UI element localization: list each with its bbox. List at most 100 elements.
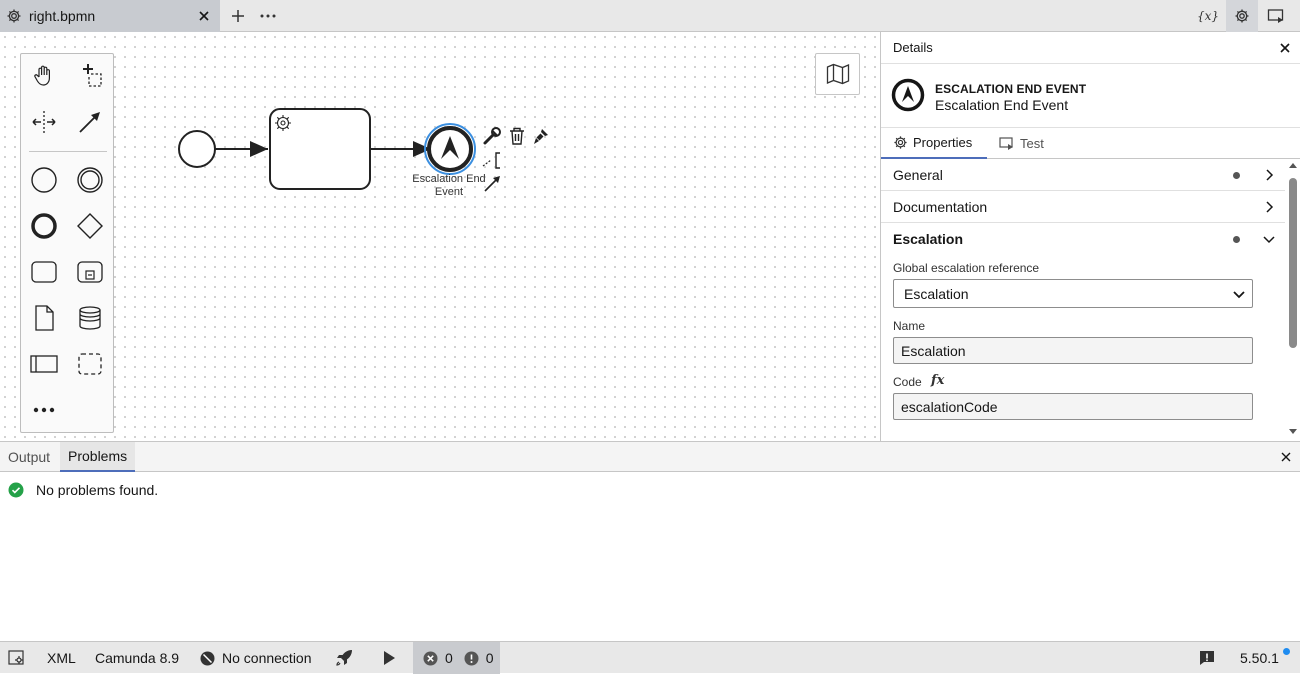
create-pool[interactable] [26, 346, 62, 382]
tab-properties-label: Properties [913, 135, 973, 150]
code-label: Code [893, 375, 922, 389]
chevron-down-icon [1233, 291, 1245, 299]
space-tool-icon [32, 111, 56, 133]
rocket-icon [336, 650, 352, 666]
close-icon[interactable] [196, 8, 212, 24]
close-icon[interactable] [1277, 40, 1293, 56]
tab-output[interactable]: Output [0, 442, 58, 472]
tab-properties[interactable]: Properties [881, 128, 987, 159]
start-event-icon [31, 167, 57, 193]
connect-arrow-icon [79, 112, 100, 133]
create-data-store[interactable] [72, 300, 108, 336]
palette-separator [29, 151, 107, 152]
file-tab[interactable]: right.bpmn [0, 0, 220, 32]
bpmn-diagram [178, 108, 476, 190]
element-type: ESCALATION END EVENT [935, 82, 1087, 96]
connect-annotation-button[interactable] [481, 149, 503, 171]
checkmark-circle-icon [8, 482, 24, 498]
gear-icon [1235, 9, 1249, 23]
group-escalation-label: Escalation [893, 231, 964, 247]
event-label-line1: Escalation End [412, 173, 486, 185]
start-event[interactable] [178, 130, 216, 168]
error-icon [423, 651, 438, 665]
create-group[interactable] [72, 346, 108, 382]
problems-message: No problems found. [8, 480, 158, 500]
more-tabs-button[interactable] [258, 6, 278, 26]
code-input[interactable]: escalationCode [893, 393, 1253, 420]
paintbrush-icon [534, 129, 548, 144]
ellipsis-icon [260, 14, 276, 18]
update-available-dot [1283, 648, 1290, 655]
set-color-button[interactable] [530, 125, 552, 147]
end-event-icon [31, 213, 57, 239]
global-escalation-reference-select[interactable]: Escalation [893, 279, 1253, 308]
global-escalation-reference-value: Escalation [904, 286, 969, 302]
xml-label: XML [47, 650, 76, 666]
element-name: Escalation End Event [935, 97, 1069, 113]
map-icon [826, 63, 849, 85]
problems-summary-button[interactable]: 0 0 [413, 642, 500, 674]
tab-test[interactable]: Test [999, 128, 1069, 159]
tab-test-label: Test [1020, 136, 1044, 151]
pool-icon [30, 355, 58, 373]
create-intermediate-event[interactable] [72, 162, 108, 198]
delete-button[interactable] [506, 125, 528, 147]
group-documentation[interactable]: Documentation [881, 191, 1285, 223]
intermediate-event-icon [77, 167, 103, 193]
lasso-tool[interactable] [72, 58, 108, 94]
element-header: ESCALATION END EVENT Escalation End Even… [881, 64, 1300, 128]
global-connect-tool[interactable] [72, 104, 108, 140]
variables-button[interactable]: {x} [1192, 0, 1224, 32]
create-data-object[interactable] [26, 300, 62, 336]
space-tool[interactable] [26, 104, 62, 140]
gear-icon [7, 9, 21, 23]
wrench-icon [483, 127, 501, 145]
deploy-button[interactable] [334, 642, 354, 674]
version-label: 5.50.1 [1240, 650, 1279, 666]
group-general-label: General [893, 167, 943, 183]
group-escalation[interactable]: Escalation [881, 223, 1285, 255]
variables-icon: {x} [1196, 9, 1220, 23]
connect-button[interactable] [481, 172, 503, 194]
tab-label: right.bpmn [29, 8, 96, 24]
create-task[interactable] [26, 254, 62, 290]
fx-icon[interactable]: fx [931, 373, 945, 388]
chevron-right-icon [1266, 201, 1274, 213]
add-tab-button[interactable] [228, 6, 248, 26]
create-end-event[interactable] [26, 208, 62, 244]
deploy-run-panel-toggle[interactable] [1260, 0, 1292, 32]
create-gateway[interactable] [72, 208, 108, 244]
properties-panel-toggle[interactable] [1226, 0, 1258, 32]
ellipsis-icon [33, 407, 55, 413]
group-general[interactable]: General [881, 159, 1285, 191]
minimap-toggle[interactable] [815, 53, 860, 95]
escalation-end-event[interactable] [424, 123, 476, 175]
code-value: escalationCode [901, 399, 998, 415]
text-annotation-icon [482, 152, 500, 169]
error-count: 0 [445, 650, 453, 666]
name-input[interactable]: Escalation [893, 337, 1253, 364]
start-instance-button[interactable] [382, 642, 396, 674]
hand-icon [34, 65, 50, 86]
hand-tool[interactable] [26, 58, 62, 94]
service-task[interactable] [269, 108, 371, 190]
connection-status-button[interactable]: No connection [200, 642, 312, 674]
scroll-up-icon [1289, 163, 1297, 168]
change-type-button[interactable] [481, 125, 503, 147]
more-elements-button[interactable] [26, 392, 62, 428]
settings-button[interactable] [8, 642, 26, 674]
warning-count: 0 [485, 650, 494, 666]
feedback-button[interactable] [1199, 642, 1215, 674]
engine-version-button[interactable]: Camunda 8.9 [95, 642, 179, 674]
warning-icon [464, 651, 479, 665]
close-icon[interactable] [1279, 450, 1293, 464]
tab-problems[interactable]: Problems [60, 442, 136, 472]
xml-button[interactable]: XML [47, 642, 76, 674]
bpmn-canvas[interactable]: Escalation End Event [0, 32, 880, 441]
create-start-event[interactable] [26, 162, 62, 198]
create-subprocess[interactable] [72, 254, 108, 290]
details-scrollbar-thumb[interactable] [1289, 178, 1297, 348]
version-button[interactable]: 5.50.1 [1240, 642, 1279, 674]
details-title: Details [893, 40, 933, 55]
connection-label: No connection [222, 650, 312, 666]
